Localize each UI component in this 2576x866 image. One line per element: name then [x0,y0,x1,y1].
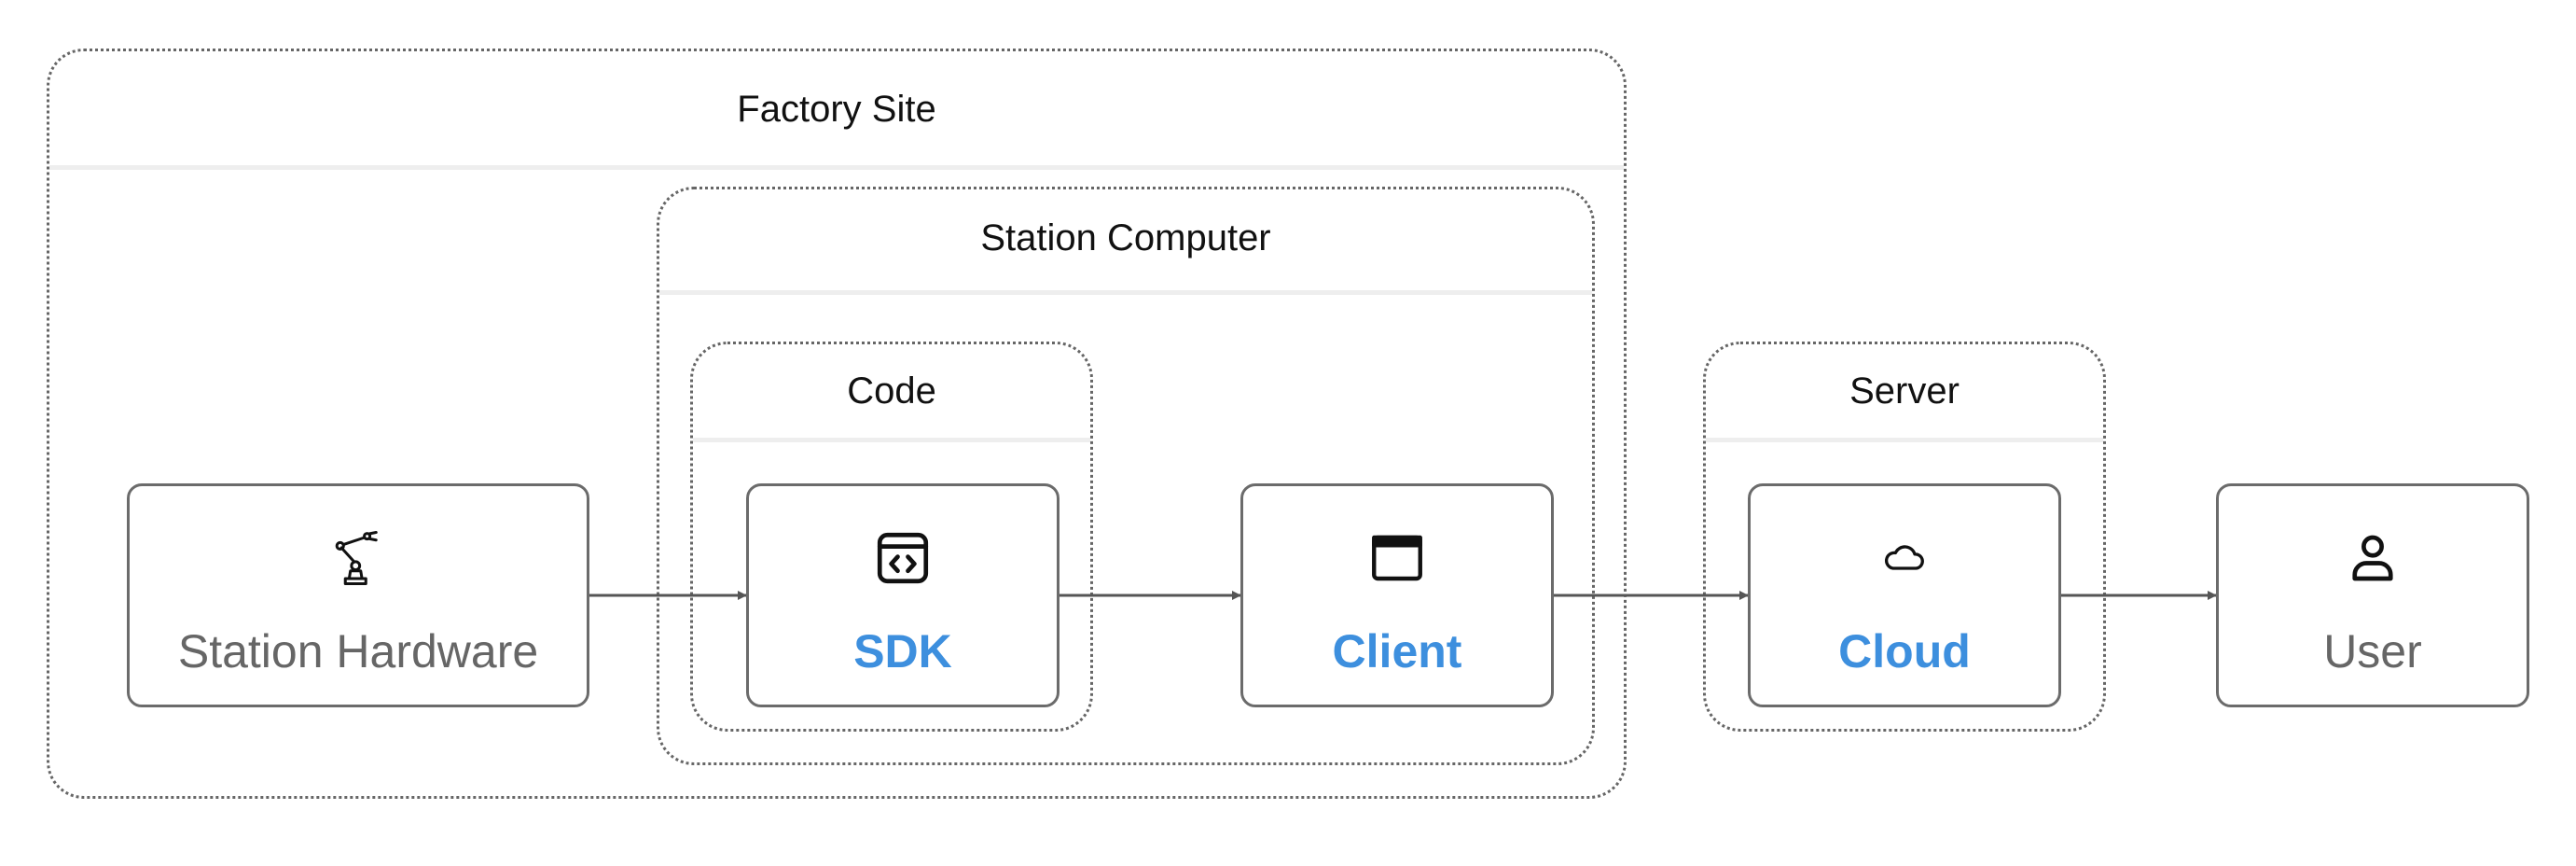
node-label-user: User [2323,625,2422,677]
group-title-station-computer: Station Computer [980,217,1271,258]
node-cloud[interactable]: Cloud [1748,483,2061,707]
node-user[interactable]: User [2216,483,2529,707]
browser-window-icon [1366,527,1428,589]
node-label-client: Client [1332,625,1462,677]
group-divider [659,290,1592,295]
group-title-code: Code [847,370,936,412]
node-label-cloud: Cloud [1838,625,1971,677]
user-icon [2342,527,2403,589]
code-window-icon [872,527,934,589]
node-label-sdk: SDK [853,625,952,677]
group-divider [49,165,1624,170]
cloud-icon [1874,527,1935,589]
group-code: Code [690,342,1093,732]
group-title-server: Server [1849,370,1960,412]
node-sdk[interactable]: SDK [746,483,1059,707]
node-station-hardware[interactable]: Station Hardware [127,483,589,707]
robot-arm-icon [327,527,389,589]
group-server: Server [1703,342,2106,732]
group-title-factory-site: Factory Site [737,89,936,130]
node-client[interactable]: Client [1240,483,1554,707]
group-divider [693,438,1090,442]
group-factory-site: Factory Site [47,49,1627,799]
group-divider [1706,438,2103,442]
group-station-computer: Station Computer [657,187,1595,765]
node-label-station-hardware: Station Hardware [177,625,539,677]
